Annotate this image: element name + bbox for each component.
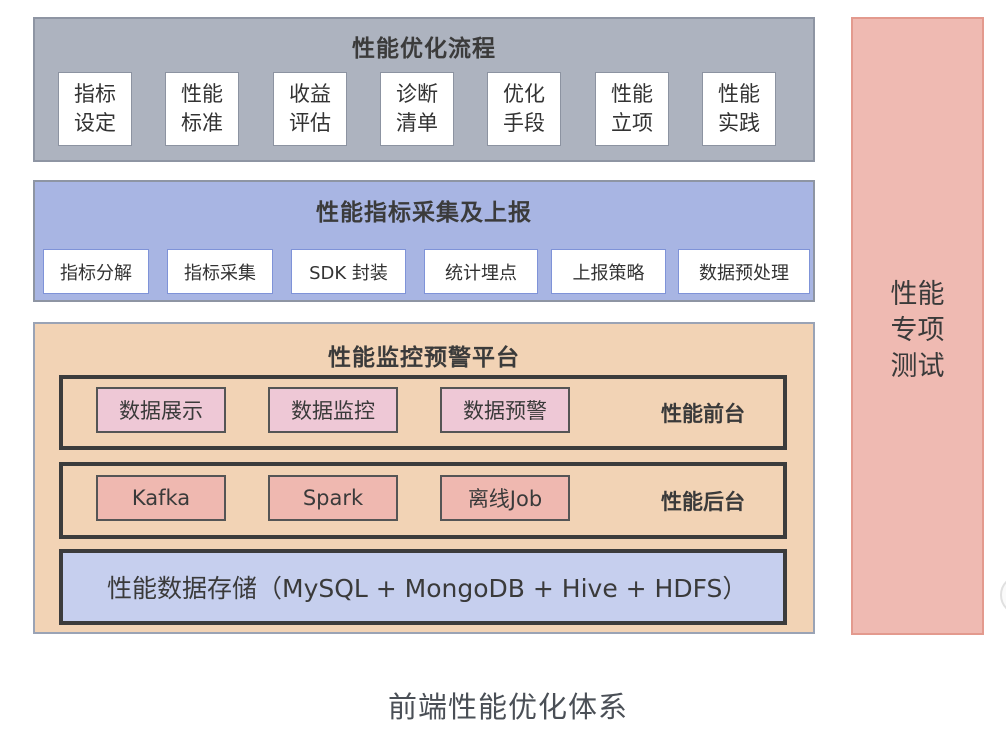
diagram-caption: 前端性能优化体系 bbox=[387, 690, 628, 724]
step-label-line2: 立项 bbox=[611, 111, 653, 135]
storage-layer: 性能数据存储（MySQL + MongoDB + Hive + HDFS） bbox=[59, 549, 787, 625]
edge-circle-decoration bbox=[1000, 575, 1006, 615]
storage-layer-label: 性能数据存储（MySQL + MongoDB + Hive + HDFS） bbox=[107, 574, 748, 603]
step-label-line1: 收益 bbox=[289, 82, 331, 106]
process-step: 收益评估 bbox=[273, 72, 347, 146]
optimization-process-panel: 性能优化流程 指标设定 性能标准 收益评估 诊断清单 优化手段 性能立项 性能实… bbox=[33, 17, 815, 162]
collection-item: 上报策略 bbox=[551, 249, 666, 294]
backend-layer: Kafka Spark 离线Job 性能后台 bbox=[59, 462, 787, 539]
step-label-line2: 标准 bbox=[181, 111, 223, 135]
special-testing-line: 专项 bbox=[890, 315, 945, 346]
collection-item: SDK 封装 bbox=[291, 249, 406, 294]
step-label-line1: 性能 bbox=[611, 82, 653, 106]
optimization-process-title: 性能优化流程 bbox=[352, 36, 496, 62]
special-testing-line: 测试 bbox=[890, 351, 945, 382]
backend-layer-label: 性能后台 bbox=[661, 489, 745, 514]
collection-item: 指标采集 bbox=[167, 249, 273, 294]
step-label-line1: 优化 bbox=[503, 82, 545, 106]
process-step: 性能标准 bbox=[165, 72, 239, 146]
backend-module: Kafka bbox=[96, 475, 226, 521]
step-label-line2: 清单 bbox=[396, 111, 438, 135]
frontend-layer: 数据展示 数据监控 数据预警 性能前台 bbox=[59, 375, 787, 450]
step-label-line2: 设定 bbox=[74, 111, 116, 135]
step-label-line1: 诊断 bbox=[396, 82, 438, 106]
monitoring-platform-panel: 性能监控预警平台 数据展示 数据监控 数据预警 性能前台 Kafka Spark… bbox=[33, 322, 815, 634]
monitoring-platform-title: 性能监控预警平台 bbox=[328, 345, 520, 371]
process-step: 诊断清单 bbox=[380, 72, 454, 146]
step-label-line1: 性能 bbox=[718, 82, 760, 106]
special-testing-line: 性能 bbox=[890, 279, 945, 310]
metrics-collection-panel: 性能指标采集及上报 指标分解 指标采集 SDK 封装 统计埋点 上报策略 数据预… bbox=[33, 180, 815, 302]
frontend-module: 数据监控 bbox=[268, 387, 398, 433]
special-testing-label: 性能 专项 测试 bbox=[887, 277, 949, 385]
step-label-line1: 性能 bbox=[181, 82, 223, 106]
collection-item: 数据预处理 bbox=[678, 249, 810, 294]
collection-item: 指标分解 bbox=[43, 249, 149, 294]
frontend-module: 数据展示 bbox=[96, 387, 226, 433]
frontend-module: 数据预警 bbox=[440, 387, 570, 433]
backend-module: Spark bbox=[268, 475, 398, 521]
collection-item: 统计埋点 bbox=[424, 249, 538, 294]
step-label-line2: 手段 bbox=[503, 111, 545, 135]
backend-module: 离线Job bbox=[440, 475, 570, 521]
special-testing-panel: 性能 专项 测试 bbox=[851, 17, 984, 635]
step-label-line2: 实践 bbox=[718, 111, 760, 135]
process-step: 性能实践 bbox=[702, 72, 776, 146]
metrics-collection-title: 性能指标采集及上报 bbox=[316, 200, 532, 226]
frontend-layer-label: 性能前台 bbox=[661, 401, 745, 426]
process-step: 性能立项 bbox=[595, 72, 669, 146]
step-label-line2: 评估 bbox=[289, 111, 331, 135]
process-step: 指标设定 bbox=[58, 72, 132, 146]
step-label-line1: 指标 bbox=[74, 82, 116, 106]
process-step: 优化手段 bbox=[487, 72, 561, 146]
